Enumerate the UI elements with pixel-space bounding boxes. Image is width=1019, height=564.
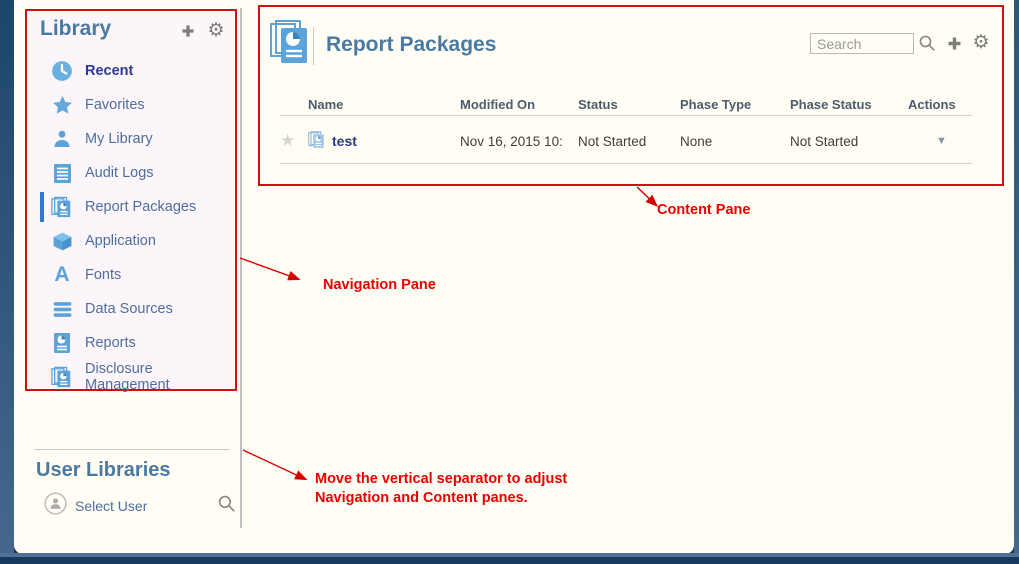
sidebar-item-label: Data Sources — [85, 301, 173, 317]
annotation-separator-note-line2: Navigation and Content panes. — [315, 490, 528, 506]
sidebar-item-label: Application — [85, 233, 156, 249]
column-header-modified-on[interactable]: Modified On — [460, 96, 536, 112]
row-phase-status: Not Started — [790, 133, 859, 149]
library-header: Library ⚙ — [27, 11, 235, 55]
search-icon[interactable] — [918, 34, 936, 52]
annotation-separator-note: Move the vertical separator to adjust Na… — [315, 470, 567, 508]
table-row-divider — [280, 163, 972, 164]
annotation-content-pane: Content Pane — [657, 202, 751, 218]
sidebar-item-label: Reports — [85, 335, 136, 351]
user-libraries-title: User Libraries — [36, 459, 171, 481]
select-user-row[interactable]: Select User — [44, 492, 147, 520]
report-packages-large-icon — [270, 19, 308, 70]
cube-icon — [51, 230, 73, 252]
column-header-phase-status[interactable]: Phase Status — [790, 96, 872, 112]
add-icon[interactable] — [945, 34, 963, 52]
sidebar-item-favorites[interactable]: Favorites — [27, 88, 235, 122]
font-icon: A — [54, 263, 70, 286]
sidebar-item-disclosure-management[interactable]: Disclosure Management — [27, 360, 235, 394]
reports-icon — [51, 332, 73, 354]
audit-logs-icon — [51, 162, 73, 184]
favorite-star-icon[interactable]: ★ — [280, 131, 296, 150]
pane-separator[interactable] — [240, 8, 242, 528]
sidebar-item-label: Disclosure Management — [85, 361, 170, 393]
column-header-actions[interactable]: Actions — [908, 96, 956, 112]
sidebar-item-label: Favorites — [85, 97, 145, 113]
sidebar-item-label: Recent — [85, 63, 134, 79]
sidebar-item-report-packages[interactable]: Report Packages — [27, 190, 235, 224]
sidebar-item-data-sources[interactable]: Data Sources — [27, 292, 235, 326]
clock-icon — [51, 60, 73, 82]
row-status: Not Started — [578, 133, 647, 149]
user-icon — [51, 128, 73, 150]
window-frame-left — [0, 0, 14, 564]
selected-item-indicator — [40, 192, 44, 222]
column-header-name[interactable]: Name — [308, 96, 344, 112]
sidebar-item-audit-logs[interactable]: Audit Logs — [27, 156, 235, 190]
column-header-status[interactable]: Status — [578, 96, 618, 112]
report-package-item-icon — [308, 130, 326, 153]
search-icon[interactable] — [217, 494, 236, 513]
sidebar-item-label: Fonts — [85, 267, 122, 283]
window-frame-bottom — [0, 553, 1019, 564]
data-sources-icon — [51, 298, 73, 320]
library-nav-list: Recent Favorites My Library Audit Logs — [27, 54, 235, 394]
table-header-divider — [280, 115, 972, 116]
row-modified-on: Nov 16, 2015 10: — [460, 133, 563, 149]
row-phase-type: None — [680, 133, 713, 149]
gear-icon[interactable]: ⚙ — [972, 32, 990, 53]
table-row[interactable]: ★ test Nov 16, 2015 10: Not Started None… — [280, 119, 996, 163]
library-title: Library — [40, 17, 112, 40]
star-icon — [51, 94, 73, 116]
gear-icon[interactable]: ⚙ — [207, 20, 225, 41]
sidebar-item-application[interactable]: Application — [27, 224, 235, 258]
table-header-row: Name Modified On Status Phase Type Phase… — [280, 93, 996, 115]
select-user-label: Select User — [75, 498, 148, 514]
sidebar-item-recent[interactable]: Recent — [27, 54, 235, 88]
navigation-pane: Library ⚙ Recent Favorites — [25, 9, 237, 394]
sidebar-item-fonts[interactable]: A Fonts — [27, 258, 235, 292]
sidebar-item-label: My Library — [85, 131, 153, 147]
user-libraries-divider — [34, 449, 230, 450]
row-actions-dropdown-icon[interactable]: ▼ — [936, 135, 947, 147]
report-packages-icon — [51, 196, 73, 218]
disclosure-management-icon — [51, 366, 73, 388]
content-pane: Report Packages ⚙ Name Modified On Statu… — [258, 5, 1004, 186]
annotation-navigation-pane: Navigation Pane — [323, 277, 436, 293]
row-name[interactable]: test — [332, 133, 357, 149]
annotation-separator-note-line1: Move the vertical separator to adjust — [315, 471, 568, 487]
select-user-icon — [44, 492, 67, 520]
sidebar-item-label: Audit Logs — [85, 165, 154, 181]
sidebar-item-my-library[interactable]: My Library — [27, 122, 235, 156]
column-header-phase-type[interactable]: Phase Type — [680, 96, 752, 112]
sidebar-item-reports[interactable]: Reports — [27, 326, 235, 360]
sidebar-item-label: Report Packages — [85, 199, 197, 215]
search-input[interactable] — [810, 33, 914, 54]
add-icon[interactable] — [179, 22, 197, 40]
window-frame-right — [1014, 0, 1019, 564]
content-title: Report Packages — [326, 33, 497, 56]
header-divider — [313, 27, 314, 65]
